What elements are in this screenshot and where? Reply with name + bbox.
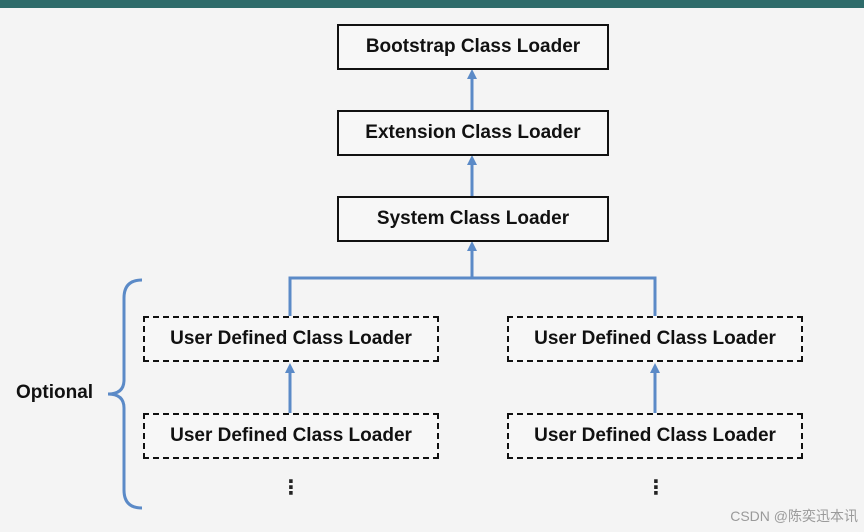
branch-connector xyxy=(288,276,657,316)
user-defined-loader-label: User Defined Class Loader xyxy=(170,328,412,349)
system-class-loader-label: System Class Loader xyxy=(376,208,570,229)
extension-class-loader-label: Extension Class Loader xyxy=(365,122,581,143)
user-defined-loader-label: User Defined Class Loader xyxy=(170,425,412,446)
top-bar xyxy=(0,0,864,8)
continuation-dots-left: ⋮ xyxy=(281,477,301,499)
user-defined-loader-left-2: User Defined Class Loader xyxy=(143,413,439,459)
user-defined-loader-left-1: User Defined Class Loader xyxy=(143,316,439,362)
optional-brace xyxy=(107,278,143,510)
watermark: CSDN @陈奕迅本讯 xyxy=(730,508,858,524)
user-defined-loader-label: User Defined Class Loader xyxy=(534,425,776,446)
user-defined-loader-right-1: User Defined Class Loader xyxy=(507,316,803,362)
optional-group-label: Optional xyxy=(16,382,94,403)
user-defined-loader-right-2: User Defined Class Loader xyxy=(507,413,803,459)
user-defined-loader-label: User Defined Class Loader xyxy=(534,328,776,349)
bootstrap-class-loader-label: Bootstrap Class Loader xyxy=(365,36,581,57)
extension-class-loader-node: Extension Class Loader xyxy=(337,110,609,156)
continuation-dots-right: ⋮ xyxy=(646,477,666,499)
bootstrap-class-loader-node: Bootstrap Class Loader xyxy=(337,24,609,70)
system-class-loader-node: System Class Loader xyxy=(337,196,609,242)
